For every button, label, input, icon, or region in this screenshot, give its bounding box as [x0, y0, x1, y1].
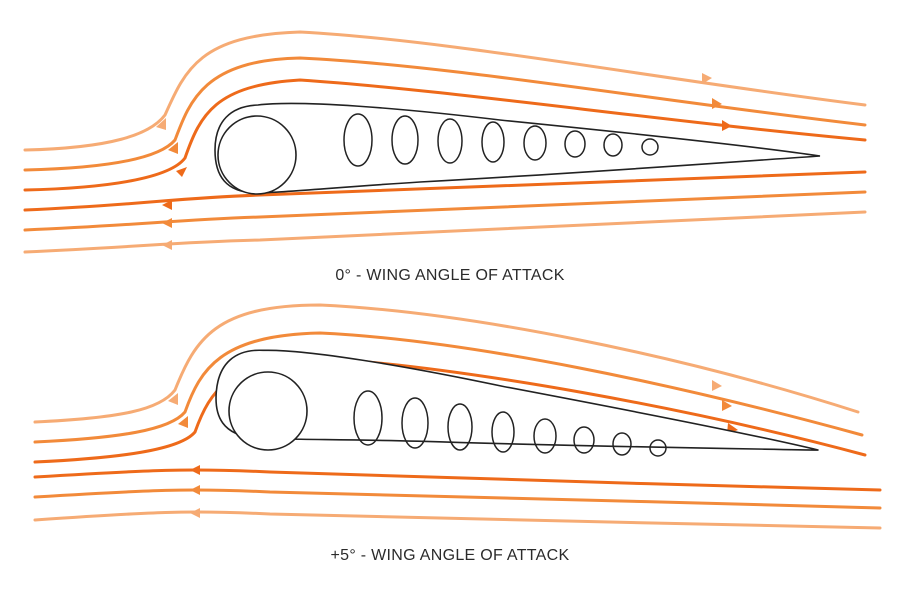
- rib-hole: [481, 121, 505, 163]
- streamline-top-3: [23, 78, 867, 192]
- streamline-bottom-2: [23, 190, 867, 232]
- arrow-icon: [190, 485, 200, 495]
- arrow-icon: [156, 118, 166, 130]
- arrow-icon: [178, 416, 188, 428]
- panel-zero-degree: [23, 30, 867, 254]
- rib-hole: [523, 125, 547, 161]
- rib-hole: [353, 390, 383, 446]
- streamline-bottom-2: [33, 488, 882, 510]
- panel-five-degree: [33, 303, 882, 530]
- wing-airfoil: [214, 102, 821, 194]
- arrow-icon: [190, 465, 200, 475]
- rib-hole: [447, 403, 473, 451]
- streamline-bottom-3: [23, 210, 867, 254]
- rib-hole: [401, 397, 429, 449]
- arrow-icon: [722, 400, 732, 411]
- leading-edge-spar: [217, 115, 297, 195]
- rib-hole: [533, 418, 557, 454]
- arrow-icon: [162, 218, 172, 228]
- streamline-bottom-3: [33, 510, 882, 530]
- streamline-top-2: [33, 331, 864, 444]
- arrow-icon: [722, 120, 732, 131]
- arrow-icon: [162, 200, 172, 210]
- arrow-icon: [702, 73, 712, 84]
- rib-hole: [343, 113, 373, 167]
- rib-hole: [564, 130, 586, 158]
- caption-zero-degree: 0° - WING ANGLE OF ATTACK: [335, 267, 565, 284]
- arrow-icon: [190, 508, 200, 518]
- arrow-icon: [176, 167, 187, 177]
- rib-hole: [641, 138, 659, 156]
- streamline-bottom-1: [23, 170, 867, 212]
- arrow-icon: [168, 393, 178, 405]
- arrow-icon: [712, 380, 722, 391]
- arrow-icon: [162, 240, 172, 250]
- streamline-top-1: [23, 30, 867, 152]
- rib-hole: [573, 426, 595, 454]
- caption-five-degree: +5° - WING ANGLE OF ATTACK: [330, 547, 570, 564]
- rib-hole: [612, 432, 632, 456]
- streamline-top-1: [33, 303, 860, 424]
- rib-hole: [437, 118, 463, 164]
- rib-hole: [649, 439, 667, 457]
- rib-hole: [491, 411, 515, 453]
- streamline-top-2: [23, 56, 867, 172]
- rib-hole: [391, 115, 419, 165]
- arrow-icon: [168, 142, 178, 154]
- rib-hole: [603, 133, 623, 157]
- leading-edge-spar: [228, 371, 308, 451]
- arrow-icon: [712, 98, 722, 109]
- wing-airfoil: [215, 349, 819, 451]
- streamline-bottom-1: [33, 468, 882, 492]
